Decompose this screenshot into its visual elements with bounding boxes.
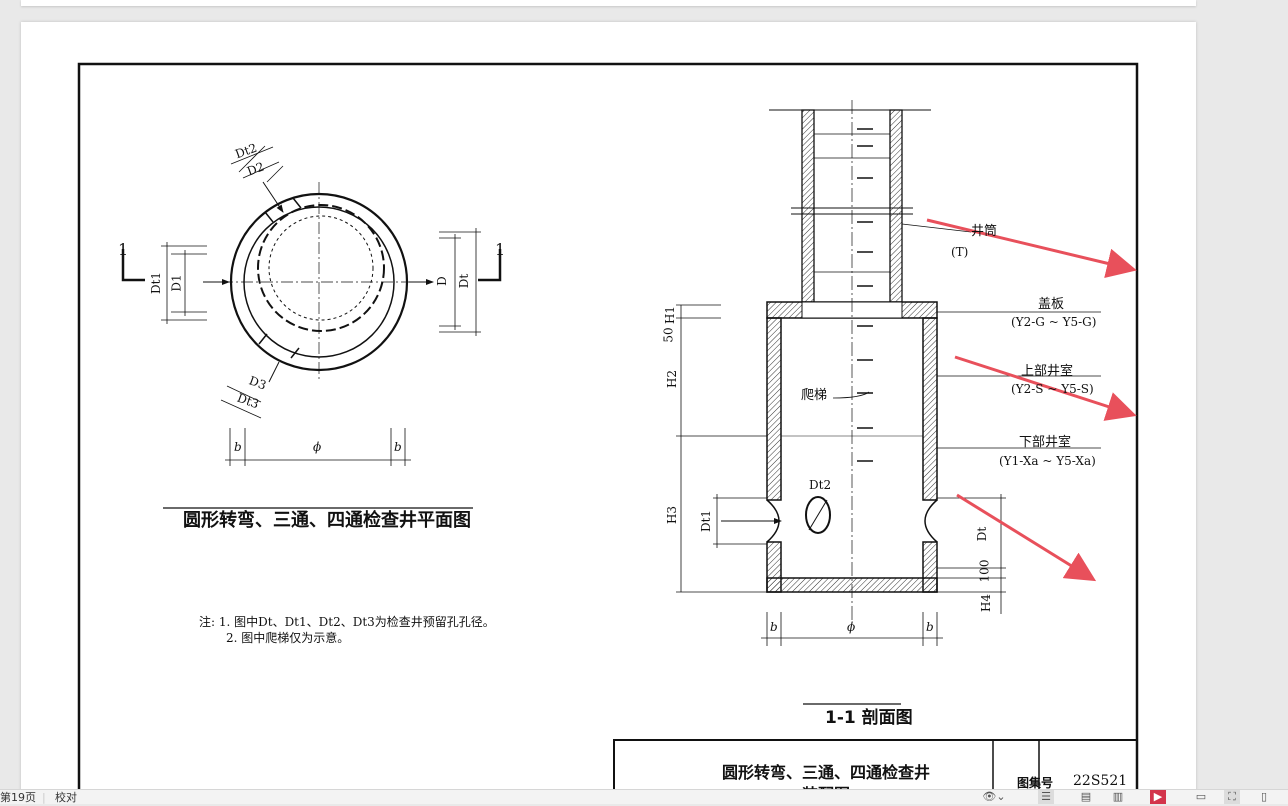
note-2: 2. 图中爬梯仅为示意。 [226,631,350,645]
double-page-icon[interactable]: ☰ [1038,790,1054,804]
plan-view [121,145,502,509]
label-b-right: b [394,440,402,454]
window-icon[interactable]: ▯ [1260,790,1268,803]
ladder-label: 爬梯 [801,388,828,403]
label-d: D [434,276,449,286]
previous-page-edge [21,0,1196,6]
page-indicator[interactable]: 第19页 [0,791,36,804]
label-b-left: b [234,440,242,454]
title-line-1: 圆形转弯、三通、四通检查井 [721,763,930,782]
section-mark-left: 1 [118,240,129,259]
atlas-label: 图集号 [1017,776,1054,790]
section-title: 1-1 剖面图 [825,708,913,728]
title-block [613,739,1138,792]
section-mark-right: 1 [495,240,506,259]
dim-dt: Dt [975,526,990,542]
annotation-arrows [926,218,1137,582]
book-view-icon[interactable]: ▥ [1112,790,1124,803]
label-phi: ϕ [313,440,322,454]
section-b-left: b [770,620,778,634]
note-1: 注: 1. 图中Dt、Dt1、Dt2、Dt3为检查井预留孔孔径。 [199,615,495,629]
status-bar: 第19页 | 校对 👁⌄ ☰ ▤ ▥ ▶ ▭ ⛶ ▯ [0,789,1288,804]
dim-h1: H1 [663,305,678,325]
single-page-icon[interactable]: ▤ [1080,790,1092,803]
dim-h2: H2 [665,369,680,389]
drawing-frame [77,62,1139,792]
upper-chamber-label: 上部井室 [1021,364,1074,379]
label-dt: Dt [457,273,472,289]
shaft-label: 井筒 [971,224,998,239]
document-page: Dt2 D2 1 1 Dt1 D1 D Dt D3 Dt3 b ϕ b 圆形转弯… [21,22,1196,804]
section-phi: ϕ [847,620,856,634]
play-icon[interactable]: ▶ [1150,790,1166,804]
cover-label: 盖板 [1038,297,1065,312]
dim-h4: H4 [979,593,994,613]
dim-h3: H3 [665,505,680,525]
label-dt1: Dt1 [149,271,164,295]
proof-button[interactable]: 校对 [55,791,77,804]
lower-chamber-code: (Y1-Xa ~ Y5-Xa) [999,454,1096,468]
fit-page-icon[interactable]: ▭ [1195,790,1207,803]
atlas-code: 22S521 [1073,773,1128,789]
annotation-arrow-3 [956,493,1097,582]
dim-dt2: Dt2 [809,478,832,492]
shaft-circle [257,204,385,332]
cover-code: (Y2-G ~ Y5-G) [1011,315,1097,329]
section-b-right: b [926,620,934,634]
dim-dt1: Dt1 [699,509,714,533]
notes: 注: 1. 图中Dt、Dt1、Dt2、Dt3为检查井预留孔孔径。 2. 图中爬梯… [199,614,495,646]
plan-title: 圆形转弯、三通、四通检查井平面图 [183,510,471,531]
lower-chamber-label: 下部井室 [1019,435,1072,450]
dim-100: 100 [977,559,992,583]
engineering-drawing [77,62,1139,792]
status-divider: | [42,791,46,804]
annotation-arrow-1 [926,218,1137,278]
dim-50: 50 [661,327,676,343]
label-d1: D1 [169,274,184,292]
eye-icon[interactable]: 👁⌄ [982,790,1006,803]
fullscreen-icon[interactable]: ⛶ [1224,790,1240,804]
shaft-code: (T) [951,245,969,259]
section-view [676,100,1101,705]
annotation-arrow-2 [954,355,1137,421]
upper-chamber-code: (Y2-S ~ Y5-S) [1011,382,1094,396]
